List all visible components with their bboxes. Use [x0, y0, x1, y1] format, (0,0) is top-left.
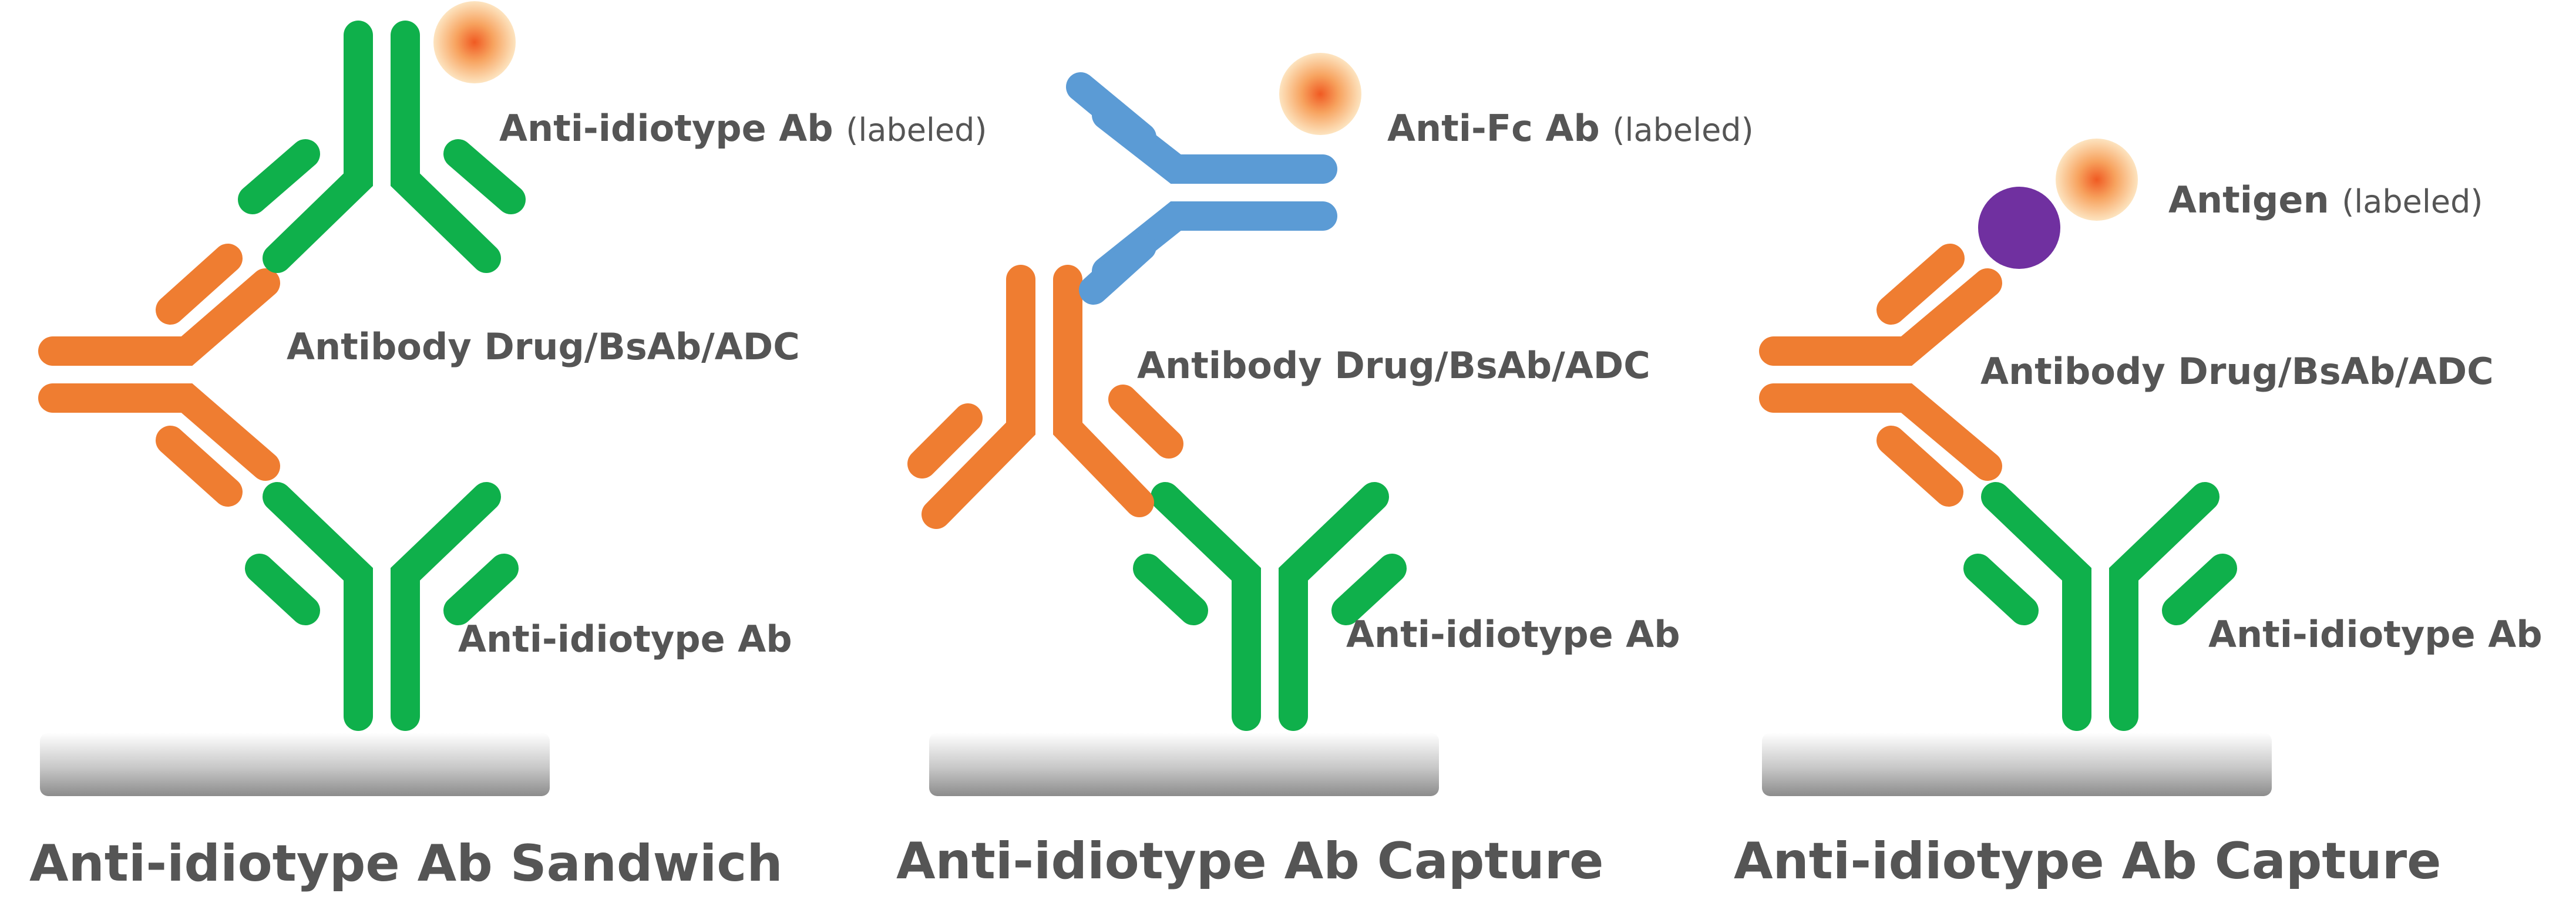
capture-antibody [1133, 482, 1407, 731]
label-marker [1279, 53, 1361, 135]
detection-antibody [238, 21, 526, 273]
solid-phase-plate [1762, 733, 2272, 796]
antigen-marker [1978, 187, 2060, 269]
panel-sandwich: Anti-idiotype Ab (labeled) Antibody Drug… [29, 1, 987, 893]
drug-antibody [907, 265, 1183, 529]
solid-phase-plate [929, 733, 1439, 796]
middle-label: Antibody Drug/BsAb/ADC [287, 325, 800, 368]
top-label: Anti-idiotype Ab (labeled) [499, 107, 987, 150]
capture-antibody [245, 482, 519, 731]
solid-phase-plate [40, 733, 550, 796]
panel-capture-antigen: Antigen (labeled) Antibody Drug/BsAb/ADC… [1734, 139, 2543, 891]
panel-title: Anti-idiotype Ab Capture [1734, 832, 2442, 891]
bottom-label: Anti-idiotype Ab [458, 618, 792, 660]
label-marker [433, 1, 516, 83]
panel-title: Anti-idiotype Ab Sandwich [29, 834, 783, 893]
bottom-label: Anti-idiotype Ab [1346, 613, 1680, 656]
label-marker [2056, 139, 2138, 221]
top-label: Antigen (labeled) [2168, 178, 2483, 221]
panel-title: Anti-idiotype Ab Capture [896, 832, 1604, 891]
anti-fc-antibody [1066, 72, 1337, 305]
top-label: Anti-Fc Ab (labeled) [1387, 107, 1754, 150]
bottom-label: Anti-idiotype Ab [2208, 613, 2543, 656]
middle-label: Antibody Drug/BsAb/ADC [1137, 344, 1650, 387]
drug-antibody [1759, 244, 2002, 507]
middle-label: Antibody Drug/BsAb/ADC [1980, 350, 2494, 393]
drug-antibody [38, 244, 280, 507]
panel-capture-fc: Anti-Fc Ab (labeled) Antibody Drug/BsAb/… [896, 53, 1754, 891]
capture-antibody [1963, 482, 2237, 731]
